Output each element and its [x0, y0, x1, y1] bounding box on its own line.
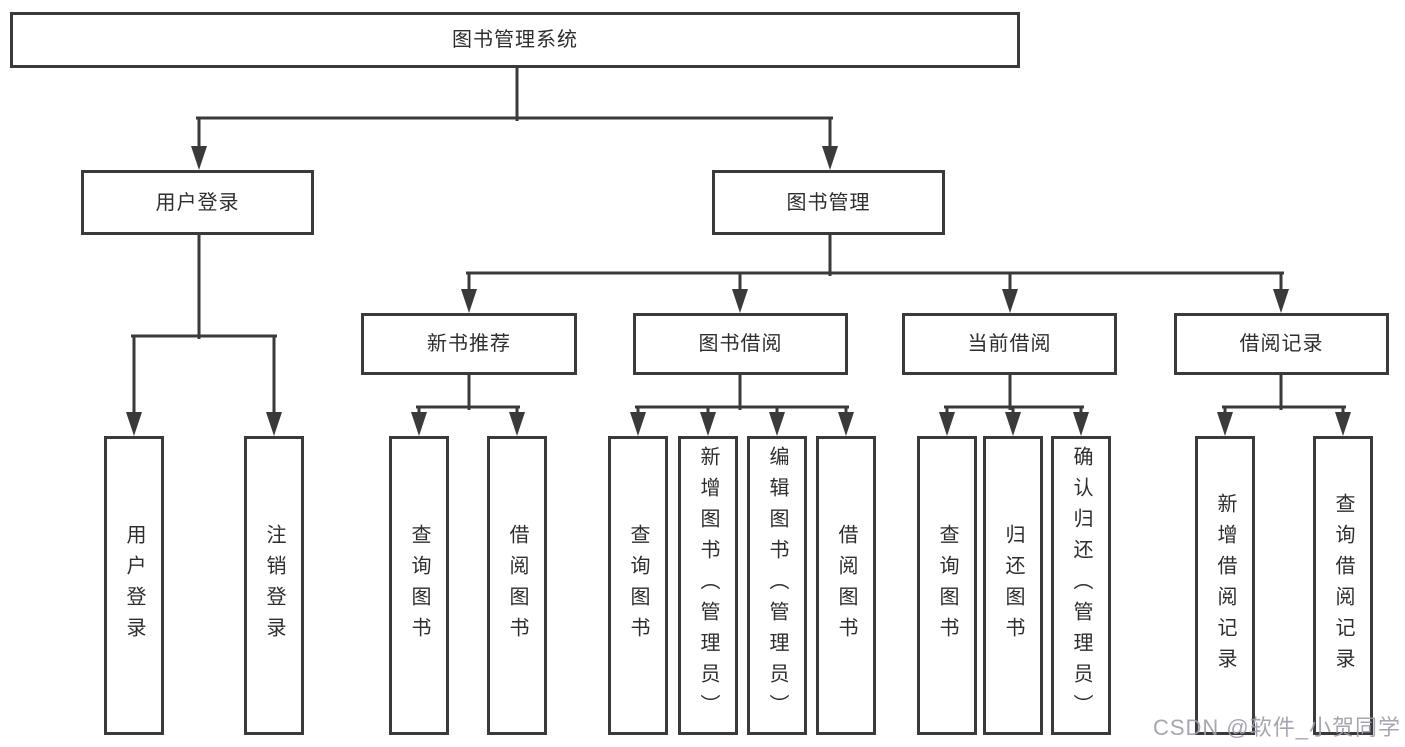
arrow-down-icon — [266, 412, 282, 436]
leaf-borrow-books-recommend: 借阅图书 — [487, 436, 547, 735]
node-current-borrow: 当前借阅 — [902, 313, 1117, 375]
arrow-down-icon — [939, 412, 955, 436]
arrow-down-icon — [630, 412, 646, 436]
leaf-label: 查询图书 — [627, 523, 649, 648]
leaf-label: 注销登录 — [263, 523, 285, 648]
leaf-borrow-books: 借阅图书 — [816, 436, 876, 735]
leaf-label: 新增图书（管理员） — [697, 446, 719, 725]
node-root-label: 图书管理系统 — [452, 29, 578, 51]
leaf-label: 借阅图书 — [506, 523, 528, 648]
node-label: 新书推荐 — [427, 333, 511, 355]
arrow-down-icon — [822, 146, 838, 170]
node-label: 图书管理 — [786, 191, 871, 214]
leaf-label: 归还图书 — [1002, 523, 1024, 648]
leaf-query-books-recommend: 查询图书 — [389, 436, 449, 735]
arrow-down-icon — [1273, 289, 1289, 313]
leaf-logout: 注销登录 — [244, 436, 304, 735]
connector — [416, 373, 520, 415]
arrow-down-icon — [769, 412, 785, 436]
connector — [635, 373, 849, 415]
arrow-down-icon — [1217, 412, 1233, 436]
arrow-down-icon — [411, 412, 427, 436]
connector — [944, 373, 1084, 415]
leaf-label: 新增借阅记录 — [1214, 492, 1236, 679]
connector — [466, 232, 1284, 292]
node-borrow-records: 借阅记录 — [1174, 313, 1389, 375]
leaf-label: 借阅图书 — [835, 523, 857, 648]
node-book-borrow: 图书借阅 — [633, 313, 848, 375]
arrow-down-icon — [191, 146, 207, 170]
leaf-query-books-current: 查询图书 — [917, 436, 977, 735]
node-label: 用户登录 — [155, 191, 240, 214]
leaf-label: 查询借阅记录 — [1332, 492, 1354, 679]
node-root: 图书管理系统 — [10, 12, 1020, 68]
leaf-query-books-borrow: 查询图书 — [608, 436, 668, 735]
arrow-down-icon — [1005, 412, 1021, 436]
leaf-confirm-return-admin: 确认归还（管理员） — [1051, 436, 1111, 735]
arrow-down-icon — [509, 412, 525, 436]
arrow-down-icon — [461, 289, 477, 313]
leaf-label: 编辑图书（管理员） — [766, 446, 788, 725]
leaf-label: 查询图书 — [408, 523, 430, 648]
watermark: CSDN @软件_小贺同学 — [1152, 715, 1401, 740]
node-label: 图书借阅 — [698, 333, 783, 355]
arrow-down-icon — [732, 289, 748, 313]
connector — [196, 66, 833, 149]
leaf-query-borrow-record: 查询借阅记录 — [1313, 436, 1373, 735]
connector — [1222, 373, 1346, 415]
leaf-label: 查询图书 — [936, 523, 958, 648]
leaf-user-login: 用户登录 — [104, 436, 164, 735]
node-book-management: 图书管理 — [712, 170, 945, 235]
arrow-down-icon — [700, 412, 716, 436]
node-user-login: 用户登录 — [81, 170, 314, 235]
leaf-label: 确认归还（管理员） — [1070, 446, 1092, 725]
node-new-book-recommend: 新书推荐 — [361, 313, 577, 375]
leaf-add-borrow-record: 新增借阅记录 — [1195, 436, 1255, 735]
connector — [131, 232, 277, 415]
node-label: 当前借阅 — [967, 333, 1052, 355]
arrow-down-icon — [1073, 412, 1089, 436]
leaf-add-book-admin: 新增图书（管理员） — [678, 436, 738, 735]
arrow-down-icon — [838, 412, 854, 436]
arrow-down-icon — [1002, 289, 1018, 313]
arrow-down-icon — [1335, 412, 1351, 436]
node-label: 借阅记录 — [1239, 333, 1324, 355]
arrow-down-icon — [126, 412, 142, 436]
leaf-return-book: 归还图书 — [983, 436, 1043, 735]
leaf-edit-book-admin: 编辑图书（管理员） — [747, 436, 807, 735]
leaf-label: 用户登录 — [123, 523, 145, 648]
